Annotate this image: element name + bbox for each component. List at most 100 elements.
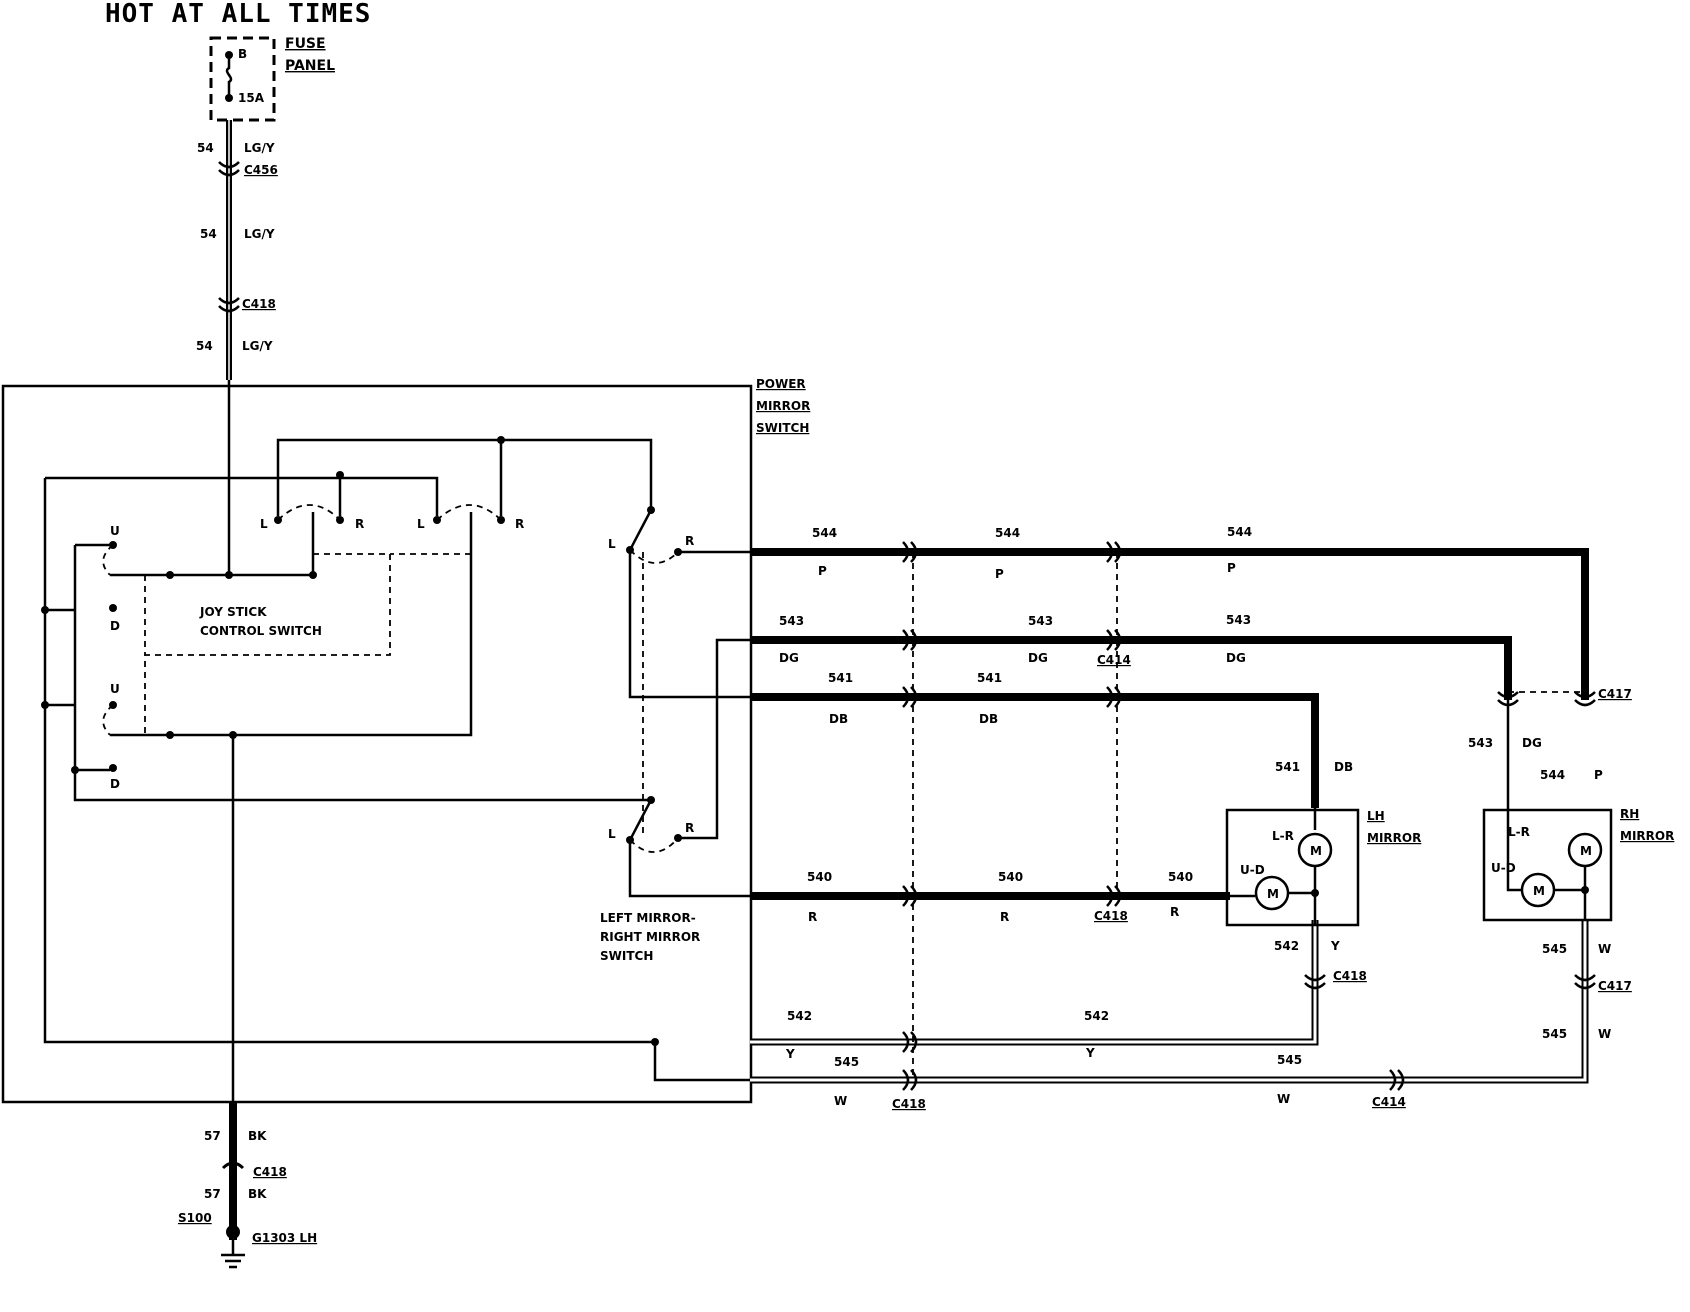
w543-color-2: DG xyxy=(1028,651,1048,665)
js-pos-r-1: R xyxy=(355,517,364,531)
w545-color-1: W xyxy=(1598,942,1611,956)
w540-color-1: R xyxy=(808,910,817,924)
js-pos-l-1: L xyxy=(260,517,268,531)
connector-marks xyxy=(902,541,1596,1091)
ground-circuit-1: 57 xyxy=(204,1129,221,1143)
ud-pos-d-1: D xyxy=(110,619,120,633)
lr-switch-label-1: LEFT MIRROR- xyxy=(600,911,696,925)
w542-circuit-2: 542 xyxy=(787,1009,812,1023)
w541-circuit-1: 541 xyxy=(828,671,853,685)
w545-color-3: W xyxy=(834,1094,847,1108)
lr-switch-label-3: SWITCH xyxy=(600,949,653,963)
fuse-rating: 15A xyxy=(238,91,265,105)
ground-circuit: 57 BK C418 57 BK S100 G1303 LH xyxy=(178,1102,317,1269)
harness-wires: 544 P 544 P 544 P 543 DG 543 DG C414 543… xyxy=(750,525,1632,1111)
w543-circuit-2: 543 xyxy=(1028,614,1053,628)
connector-c456: C456 xyxy=(244,163,278,177)
w545-color-2: W xyxy=(1598,1027,1611,1041)
lr-pos-r-2: R xyxy=(685,821,694,835)
ground-connector: C418 xyxy=(253,1165,287,1179)
ground-splice: S100 xyxy=(178,1211,212,1225)
fuse-panel-label-2: PANEL xyxy=(285,58,335,74)
ground-point: G1303 LH xyxy=(252,1231,317,1245)
feed-color-2: LG/Y xyxy=(244,227,275,241)
connector-c418-4: C418 xyxy=(892,1097,926,1111)
fuse-terminal: B xyxy=(238,47,247,61)
w544-color-4: P xyxy=(1594,768,1603,782)
w540-circuit-1: 540 xyxy=(807,870,832,884)
w543-color-4: DG xyxy=(1522,736,1542,750)
rh-mirror-label-1: RH xyxy=(1620,807,1639,821)
w544-circuit-4: 544 xyxy=(1540,768,1565,782)
feed-circuit-1: 54 xyxy=(197,141,214,155)
connector-c414-1: C414 xyxy=(1097,653,1131,667)
w542-circuit-3: 542 xyxy=(1084,1009,1109,1023)
w545-circuit-4: 545 xyxy=(1277,1053,1302,1067)
lr-pos-l-2: L xyxy=(608,827,616,841)
lh-mirror-label-2: MIRROR xyxy=(1367,831,1421,845)
ud-pos-d-2: D xyxy=(110,777,120,791)
ud-pos-u-2: U xyxy=(110,682,120,696)
w542-circuit-1: 542 xyxy=(1274,939,1299,953)
w541-color-3: DB xyxy=(1334,760,1353,774)
js-pos-r-2: R xyxy=(515,517,524,531)
power-mirror-switch: POWER MIRROR SWITCH L R L R JOY STICK CO… xyxy=(1,377,810,1104)
ground-circuit-2: 57 xyxy=(204,1187,221,1201)
ground-color-2: BK xyxy=(248,1187,267,1201)
power-feed-wire: 54 LG/Y C456 54 LG/Y C418 54 LG/Y xyxy=(196,120,278,380)
w541-color-2: DB xyxy=(979,712,998,726)
w543-circuit-1: 543 xyxy=(779,614,804,628)
feed-circuit-2: 54 xyxy=(200,227,217,241)
w544-color-3: P xyxy=(1227,561,1236,575)
w542-color-1: Y xyxy=(1330,939,1340,953)
w540-color-3: R xyxy=(1170,905,1179,919)
lh-mirror-label-1: LH xyxy=(1367,809,1385,823)
rh-ud-label: U-D xyxy=(1491,861,1516,875)
lh-lr-motor-letter: M xyxy=(1310,844,1322,858)
rh-lr-label: L-R xyxy=(1508,825,1530,839)
w541-circuit-2: 541 xyxy=(977,671,1002,685)
switch-label-1: POWER xyxy=(756,377,806,391)
w540-color-2: R xyxy=(1000,910,1009,924)
lh-lr-label: L-R xyxy=(1272,829,1294,843)
w542-color-3: Y xyxy=(1085,1046,1095,1060)
fuse-panel: B 15A FUSE PANEL xyxy=(209,36,335,122)
connector-c417-1: C417 xyxy=(1598,687,1632,701)
connector-c418-3: C418 xyxy=(1333,969,1367,983)
w543-circuit-3: 543 xyxy=(1226,613,1251,627)
feed-color-1: LG/Y xyxy=(244,141,275,155)
ground-color-1: BK xyxy=(248,1129,267,1143)
w542-color-2: Y xyxy=(785,1047,795,1061)
w545-circuit-1: 545 xyxy=(1542,942,1567,956)
w545-color-4: W xyxy=(1277,1092,1290,1106)
connector-c414-2: C414 xyxy=(1372,1095,1406,1109)
rh-mirror-label-2: MIRROR xyxy=(1620,829,1674,843)
fuse-panel-label-1: FUSE xyxy=(285,36,326,52)
w543-circuit-4: 543 xyxy=(1468,736,1493,750)
w543-color-3: DG xyxy=(1226,651,1246,665)
w545-circuit-2: 545 xyxy=(1542,1027,1567,1041)
rh-ud-motor-letter: M xyxy=(1533,884,1545,898)
w544-circuit-3: 544 xyxy=(1227,525,1252,539)
w540-circuit-2: 540 xyxy=(998,870,1023,884)
lh-ud-motor-letter: M xyxy=(1267,887,1279,901)
joystick-label-1: JOY STICK xyxy=(199,605,267,619)
lr-pos-r-1: R xyxy=(685,534,694,548)
w544-color-1: P xyxy=(818,564,827,578)
w541-color-1: DB xyxy=(829,712,848,726)
w544-circuit-2: 544 xyxy=(995,526,1020,540)
w543-color-1: DG xyxy=(779,651,799,665)
diagram-title: HOT AT ALL TIMES xyxy=(105,0,371,29)
lh-mirror: LH MIRROR L-R U-D M M xyxy=(1225,808,1421,927)
w540-circuit-3: 540 xyxy=(1168,870,1193,884)
joystick-label-2: CONTROL SWITCH xyxy=(200,624,322,638)
feed-color-3: LG/Y xyxy=(242,339,273,353)
connector-c418-feed: C418 xyxy=(242,297,276,311)
js-pos-l-2: L xyxy=(417,517,425,531)
rh-lr-motor-letter: M xyxy=(1580,844,1592,858)
connector-c418-2: C418 xyxy=(1094,909,1128,923)
w544-color-2: P xyxy=(995,567,1004,581)
connector-c417-2: C417 xyxy=(1598,979,1632,993)
rh-mirror: RH MIRROR L-R U-D M M xyxy=(1482,700,1674,922)
